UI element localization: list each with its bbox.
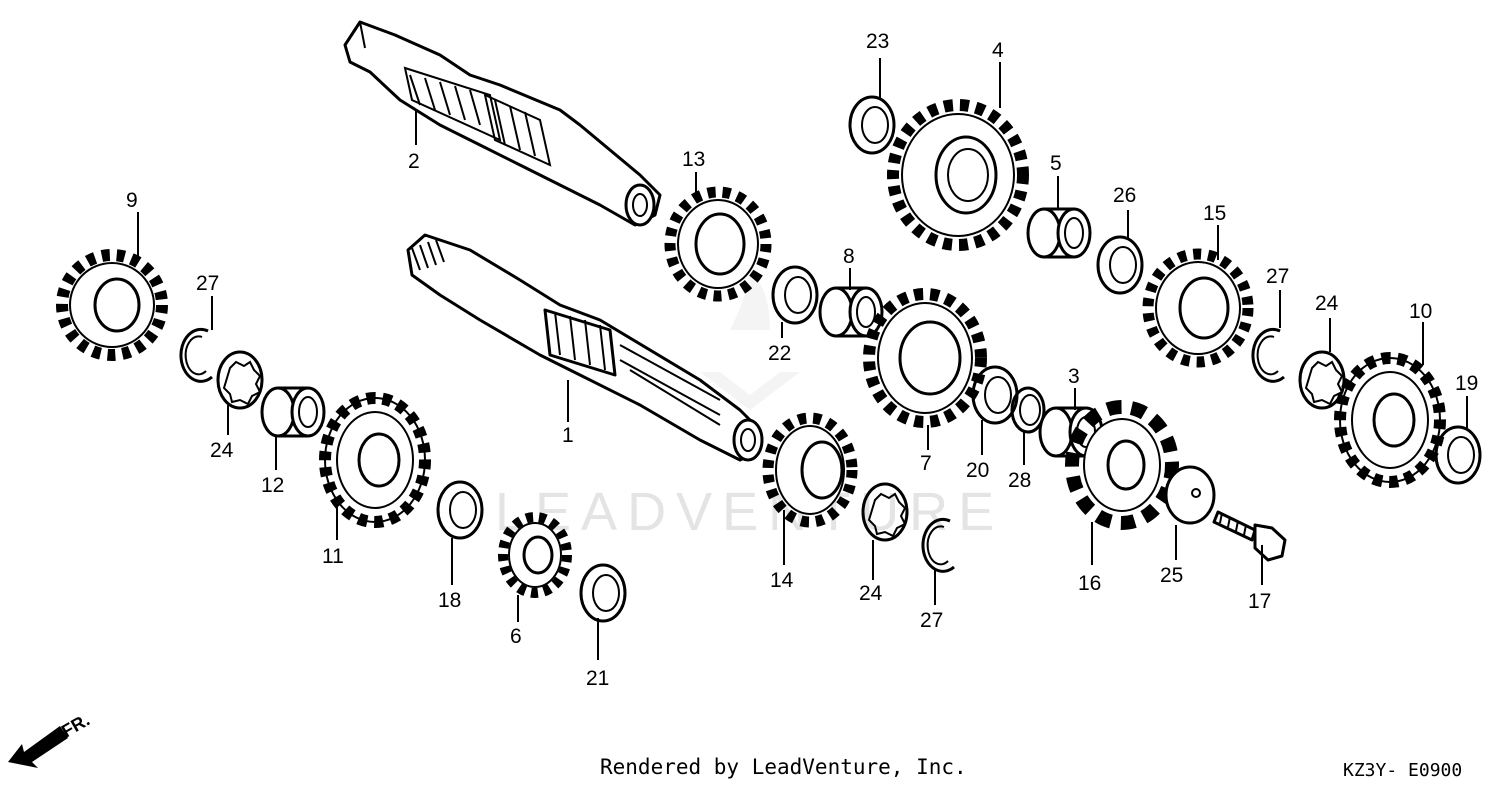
- callout-7: 7: [920, 452, 932, 475]
- footer-credit: Rendered by LeadVenture, Inc.: [600, 755, 967, 779]
- part-27-circlip-right: [1251, 327, 1286, 383]
- callout-27-lower: 27: [920, 609, 943, 632]
- callout-12: 12: [261, 474, 284, 497]
- part-11-gear: [325, 398, 425, 522]
- callout-16: 16: [1078, 572, 1101, 595]
- callout-1: 1: [562, 424, 574, 447]
- callout-26: 26: [1113, 184, 1136, 207]
- callout-19: 19: [1455, 372, 1478, 395]
- part-21-washer: [579, 563, 627, 623]
- callout-15: 15: [1203, 202, 1226, 225]
- part-20-washer: [971, 365, 1019, 425]
- callout-25: 25: [1160, 564, 1183, 587]
- callout-labels: 1 2 3 4 5 6 7 8 9 10 11 12 13 14 15 16 1…: [126, 30, 1478, 690]
- watermark-logo: [700, 270, 800, 410]
- callout-3: 3: [1068, 365, 1080, 388]
- countershaft: [343, 20, 662, 227]
- part-5-bushing: [1026, 207, 1092, 259]
- part-7-gear: [863, 288, 987, 428]
- callout-18: 18: [438, 589, 461, 612]
- part-19-washer: [1434, 425, 1482, 485]
- callout-9: 9: [126, 189, 138, 212]
- part-8-bushing: [818, 286, 884, 338]
- callout-4: 4: [992, 39, 1004, 62]
- part-9-gear: [56, 249, 168, 361]
- callout-27-right: 27: [1266, 265, 1289, 288]
- watermark-text: LEADVENTURE: [495, 482, 1004, 542]
- part-16-sprocket: [1065, 400, 1179, 530]
- part-25-plate: [1164, 465, 1216, 525]
- callout-27-left: 27: [196, 272, 219, 295]
- callout-2: 2: [408, 150, 420, 173]
- diagram-code: KZ3Y- E0900: [1343, 760, 1463, 781]
- callout-8: 8: [843, 245, 855, 268]
- part-22-washer: [771, 265, 819, 325]
- part-23-washer: [848, 95, 896, 155]
- part-24-washer-left: [216, 350, 264, 410]
- part-12-bushing: [260, 386, 326, 438]
- callout-21: 21: [586, 667, 609, 690]
- callout-20: 20: [966, 459, 989, 482]
- callout-23: 23: [866, 30, 889, 53]
- part-10-gear: [1340, 358, 1440, 482]
- part-17-bolt: [1212, 510, 1287, 562]
- leader-lines: [137, 58, 1468, 660]
- callout-28: 28: [1008, 469, 1031, 492]
- callout-5: 5: [1050, 152, 1062, 175]
- mainshaft: [406, 233, 764, 462]
- part-18-washer: [436, 480, 484, 540]
- callout-22: 22: [768, 342, 791, 365]
- callout-14: 14: [770, 569, 794, 592]
- front-direction-arrow-icon: FR.: [8, 710, 93, 768]
- callout-24-lower: 24: [859, 582, 883, 605]
- callout-10: 10: [1409, 300, 1432, 323]
- callout-11: 11: [322, 545, 344, 568]
- part-26-washer: [1096, 235, 1144, 295]
- callout-13: 13: [682, 148, 705, 171]
- part-4-gear: [887, 99, 1029, 251]
- part-27-circlip-left: [179, 327, 214, 383]
- part-15-gear: [1142, 248, 1254, 368]
- part-14-gear: [762, 412, 858, 528]
- callout-24-right: 24: [1315, 292, 1339, 315]
- callout-6: 6: [510, 625, 522, 648]
- part-13-gear: [664, 186, 772, 302]
- callout-24-left: 24: [210, 439, 234, 462]
- part-6-gear: [498, 512, 572, 598]
- part-28-ring: [1010, 386, 1046, 434]
- callout-17: 17: [1248, 590, 1271, 613]
